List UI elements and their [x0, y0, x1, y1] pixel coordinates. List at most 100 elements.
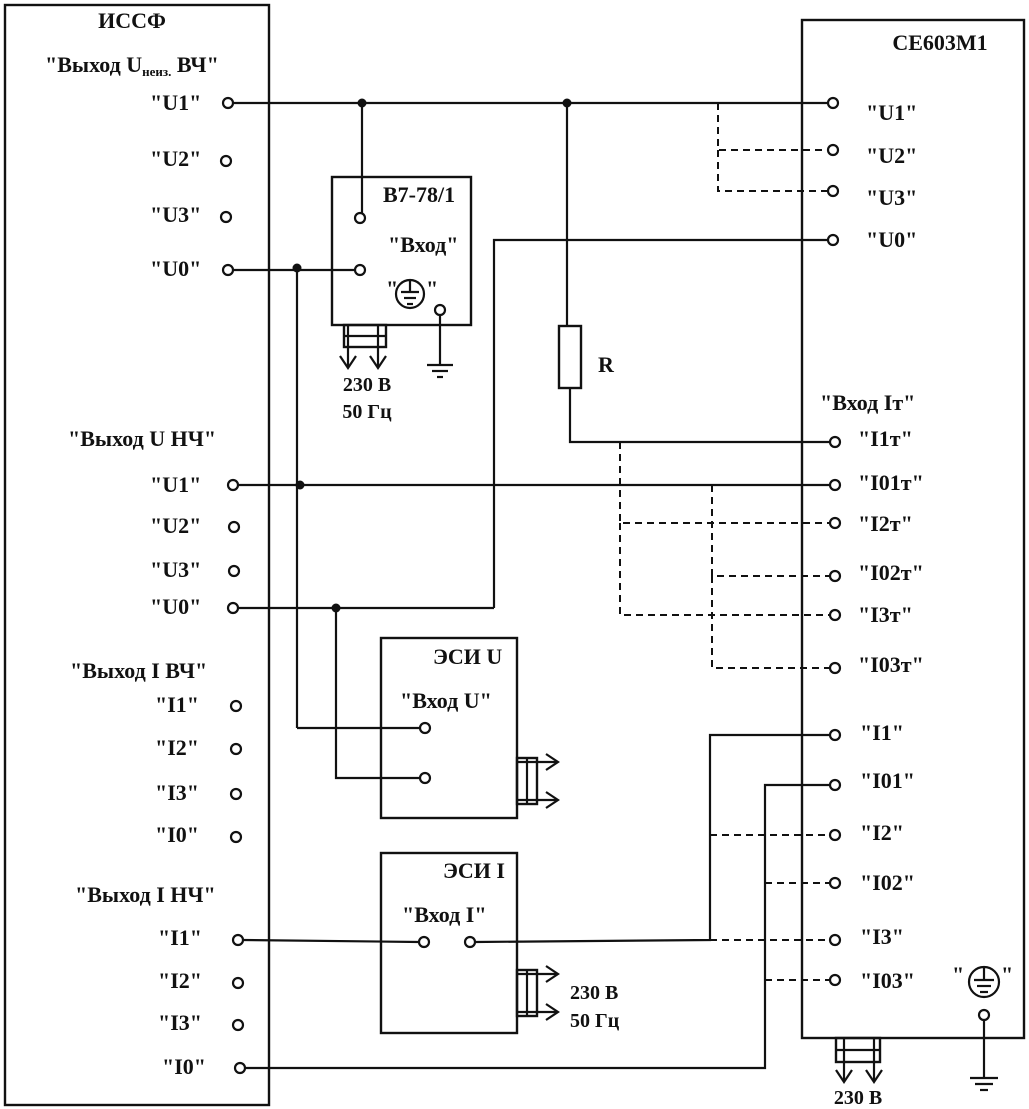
- ce603-it-pin-label: "I01т": [858, 470, 924, 495]
- esi-i-block: ЭСИ I "Вход I" 230 В 50 Гц: [379, 851, 620, 1035]
- ce603-voltage-pin-label: "U0": [866, 227, 917, 252]
- issf-i-lf-pin-label: "I0": [162, 1054, 206, 1079]
- ce603-voltage-pin-label: "U1": [866, 100, 917, 125]
- b7-power-label-line1: 230 В: [343, 374, 391, 396]
- junction-dots: [292, 98, 572, 613]
- esi-u-input-hi-terminal: [418, 721, 432, 735]
- terminal: [233, 1061, 247, 1075]
- issf-frame: [3, 3, 271, 1107]
- terminal: [227, 520, 241, 534]
- wire-u0-lf-to-ce-u0: [492, 238, 828, 608]
- ce603-terminals: [826, 96, 842, 987]
- terminal: [828, 478, 842, 492]
- terminal: [828, 778, 842, 792]
- issf-terminals: [219, 96, 247, 1075]
- esi-i-power-label-line1: 230 В: [570, 982, 618, 1004]
- terminal: [221, 263, 235, 277]
- resistor: R: [557, 324, 615, 390]
- ce603-ground-icon: [967, 965, 1001, 999]
- ce603-it-pin-label: "I03т": [858, 652, 924, 677]
- terminal: [229, 699, 243, 713]
- terminal: [828, 728, 842, 742]
- terminal: [828, 608, 842, 622]
- dash-u2: [717, 103, 828, 151]
- ce603-i-pin-label: "I3": [860, 924, 904, 949]
- terminal: [229, 830, 243, 844]
- ce603-i-pin-label: "I2": [860, 820, 904, 845]
- ce603-i-pin-label: "I03": [860, 968, 915, 993]
- terminal: [229, 787, 243, 801]
- ce603-ground-terminal: [977, 1008, 991, 1022]
- terminal: [231, 1018, 245, 1032]
- issf-i-hf-pin-label: "I2": [155, 735, 199, 760]
- esi-i-frame: [379, 851, 519, 1035]
- b7-title: В7-78/1: [383, 182, 455, 207]
- terminal: [828, 435, 842, 449]
- terminal: [826, 184, 840, 198]
- terminal: [227, 564, 241, 578]
- terminal: [221, 96, 235, 110]
- issf-u-hf-title: "Выход Uнеиз. ВЧ": [45, 52, 219, 79]
- terminal: [229, 742, 243, 756]
- issf-i-hf-title: "Выход I ВЧ": [70, 658, 207, 683]
- wire-esi-u-lo: [334, 608, 420, 780]
- ce603-it-pin-label: "I02т": [858, 560, 924, 585]
- issf-u-lf-pin-label: "U2": [150, 513, 201, 538]
- esi-i-input-label: "Вход I": [402, 902, 487, 927]
- issf-i-lf-pin-label: "I1": [158, 925, 202, 950]
- dash-u3: [717, 150, 828, 192]
- issf-i-hf-pin-label: "I3": [155, 780, 199, 805]
- issf-i-hf-pin-label: "I1": [155, 692, 199, 717]
- terminal: [828, 569, 842, 583]
- ce603-title: СЕ603М1: [892, 30, 987, 55]
- terminal: [826, 143, 840, 157]
- solid-wires: [233, 101, 830, 1070]
- terminal: [828, 973, 842, 987]
- wire-i0-lf-to-ce-i01: [245, 783, 830, 1070]
- esi-i-input-1-terminal: [417, 935, 431, 949]
- esi-u-input-label: "Вход U": [400, 688, 492, 713]
- ce603-ground-quote-open: ": [952, 962, 964, 987]
- wire-i1-lf: [242, 938, 420, 944]
- terminal: [828, 876, 842, 890]
- terminal: [828, 661, 842, 675]
- junction-dot: [292, 263, 302, 273]
- b7-block: В7-78/1 "Вход" " " 230 В 50 Гц: [330, 175, 473, 423]
- b7-ground-icon: [394, 278, 426, 310]
- issf-i-hf-pin-label: "I0": [155, 822, 199, 847]
- ce603-power-cord-icon: [834, 1036, 883, 1084]
- resistor-label: R: [598, 352, 615, 377]
- issf-i-lf-pin-label: "I2": [158, 968, 202, 993]
- ce603-earth-icon: [970, 1076, 998, 1092]
- issf-u-lf-pin-label: "U1": [150, 472, 201, 497]
- terminal: [828, 933, 842, 947]
- dash-i2t: [619, 442, 830, 524]
- esi-u-title: ЭСИ U: [433, 644, 502, 669]
- issf-u-hf-pin-label: "U3": [150, 202, 201, 227]
- esi-i-power-cord-icon: [515, 965, 560, 1021]
- ce603-power-label: 230 В: [834, 1087, 882, 1109]
- junction-dot: [295, 480, 305, 490]
- ce603-frame: [800, 18, 1026, 1040]
- ce603-it-pin-label: "I3т": [858, 602, 913, 627]
- dashed-wires: [619, 103, 830, 981]
- b7-input-label: "Вход": [388, 232, 458, 257]
- issf-i-lf-pin-label: "I3": [158, 1010, 202, 1035]
- ce603-i-pin-label: "I01": [860, 768, 915, 793]
- b7-input-hi-terminal: [353, 211, 367, 225]
- issf-u-lf-pin-label: "U0": [150, 594, 201, 619]
- esi-i-power-label-line2: 50 Гц: [570, 1010, 620, 1032]
- terminal: [828, 828, 842, 842]
- terminal: [826, 233, 840, 247]
- ce603-it-pin-label: "I2т": [858, 511, 913, 536]
- wire-resistor-to-i1t: [568, 388, 830, 444]
- b7-ground-terminal: [433, 303, 447, 317]
- terminal: [828, 516, 842, 530]
- ce603-i-pin-label: "I1": [860, 720, 904, 745]
- dash-i02t: [711, 485, 830, 577]
- b7-frame: [330, 175, 473, 327]
- issf-u-lf-title: "Выход U НЧ": [68, 426, 216, 451]
- issf-u-hf-pin-label: "U1": [150, 90, 201, 115]
